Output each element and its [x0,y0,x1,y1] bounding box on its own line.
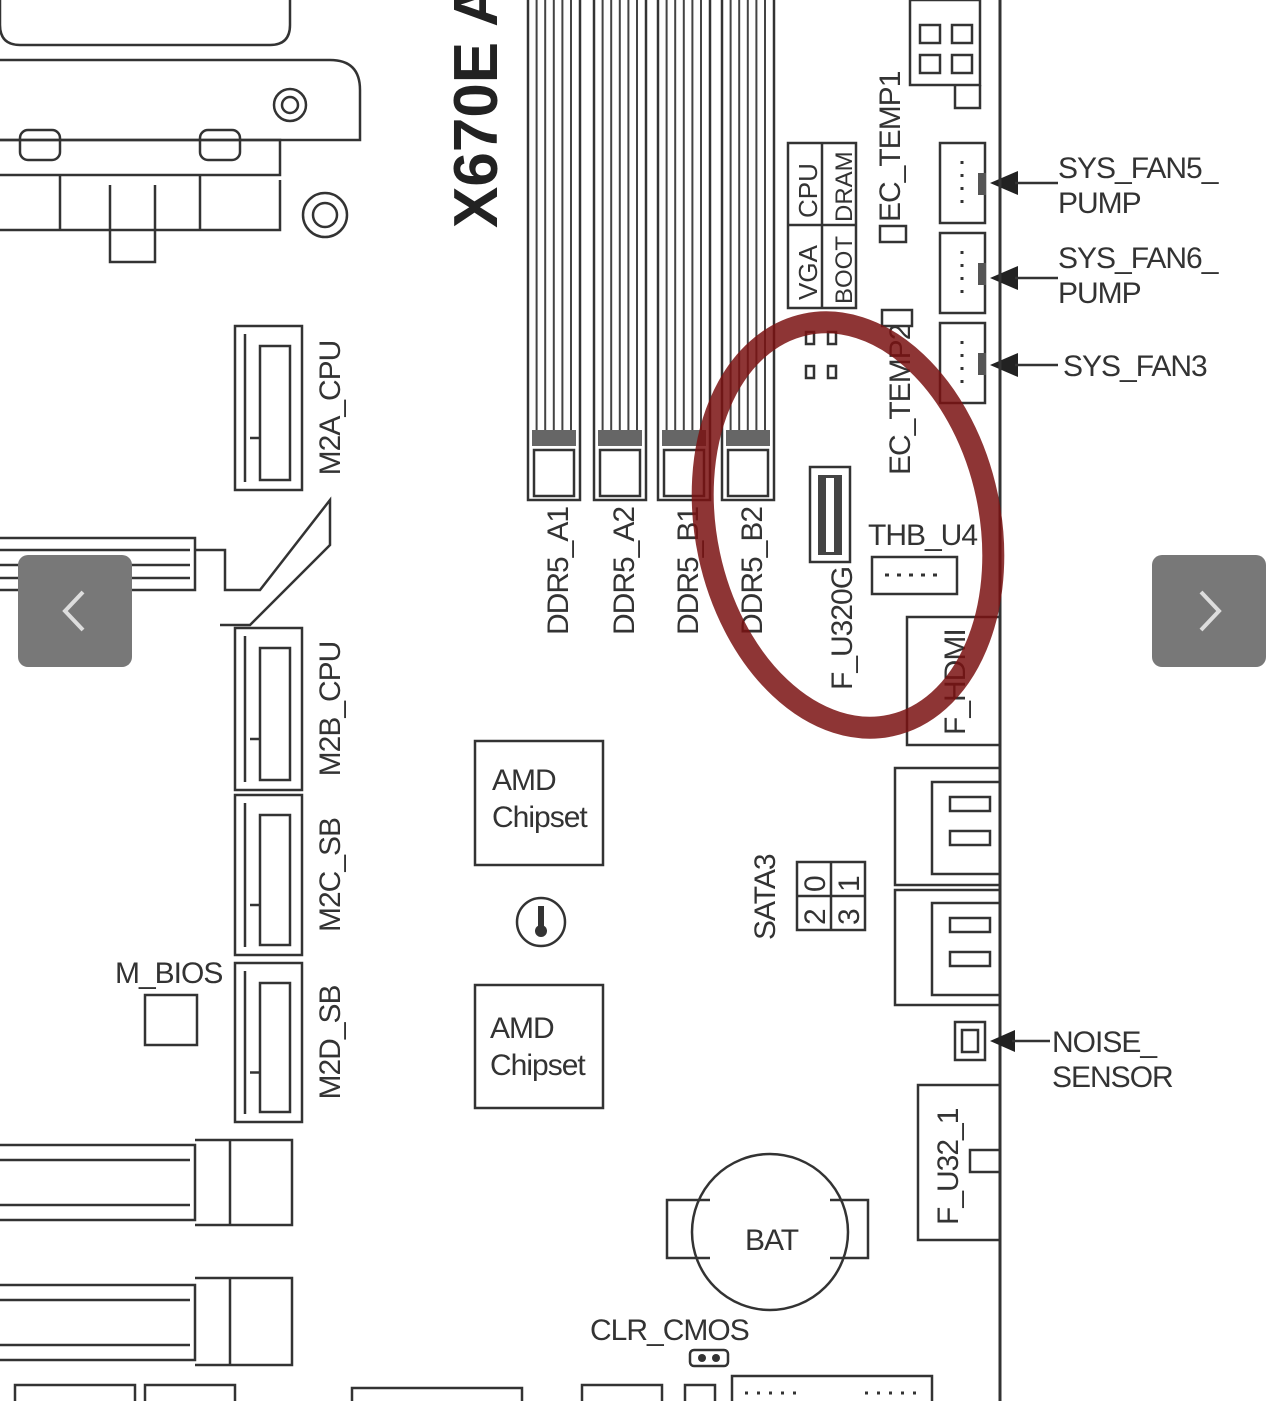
fan-label: SYS_FAN3 [1063,350,1207,383]
dimm-label: DDR5_B2 [736,507,769,635]
ec-temp1-label: EC_TEMP1 [874,71,907,222]
m-bios-label: M_BIOS [115,957,222,990]
m2-slot: M2B_CPU [233,626,347,792]
chipset-label: Chipset [492,801,588,834]
chipset-1: AMD Chipset [473,739,605,867]
thb-u4-label: THB_U4 [868,519,977,552]
m2-slot: M2D_SB [233,961,347,1124]
clr-cmos-jumper [688,1348,730,1368]
thb-u4-header [870,555,959,596]
f-hdmi-header [905,615,1002,747]
m2-label: M2B_CPU [314,642,347,777]
dimm-slot: DDR5_A2 [592,0,648,635]
led-label-cpu: CPU [793,163,823,218]
sata-port-0: 0 [799,876,832,892]
next-image-button[interactable] [1152,555,1266,667]
board-title: X670E A [442,0,511,228]
m2-slot: M2C_SB [233,793,347,957]
m-bios-chip [143,993,199,1047]
chipset-label: AMD [492,764,556,797]
f-u32-1-label: F_U32_1 [932,1108,965,1225]
f-u320g-label: F_U320G [826,567,859,690]
fan-label-2: PUMP [1058,277,1141,310]
cpu-socket [0,0,362,264]
dimm-label: DDR5_A1 [542,507,575,635]
fan-header: SYS_FAN6_PUMP [938,231,1221,315]
highlight-circle [691,311,1005,739]
thermometer-icon [515,896,567,948]
sata-port-2: 2 [799,909,832,925]
m2-label: M2A_CPU [314,341,347,476]
noise-sensor-header [953,1020,1050,1062]
dimm-label: DDR5_A2 [608,507,641,635]
led-label-dram: DRAM [831,151,858,222]
fan-header: SYS_FAN5_PUMP [938,141,1221,225]
m2-label: M2C_SB [314,818,347,932]
sata-port-1: 1 [833,876,866,892]
sata-port-grid: 2 0 3 1 [795,860,867,932]
m2-slot: M2A_CPU [233,324,347,492]
clr-cmos-label: CLR_CMOS [590,1314,749,1347]
bottom-headers [13,1374,934,1401]
ec-temp1-header [878,224,908,244]
noise-sensor-label-2: SENSOR [1052,1061,1173,1094]
previous-image-button[interactable] [18,555,132,667]
ec-temp2-header [880,308,914,328]
noise-sensor-label: NOISE_ [1052,1026,1158,1059]
sata3-label: SATA3 [749,854,782,940]
m2-slots: M2A_CPU M2B_CPU M2C_SB M2D_SB [233,324,347,1124]
status-leds: VGA CPU BOOT DRAM [786,141,858,380]
sata-port-3: 3 [833,909,866,925]
dimm-slot: DDR5_B2 [720,0,776,635]
chevron-left-icon [62,590,85,632]
chipset-label: Chipset [490,1049,586,1082]
power-connector [908,0,982,110]
chipset-label: AMD [490,1012,554,1045]
led-label-vga: VGA [793,244,823,300]
fan-label: SYS_FAN5_ [1058,152,1220,185]
chevron-right-icon [1199,590,1222,632]
sata-connectors [893,766,1002,1007]
m2-label: M2D_SB [314,985,347,1099]
battery-label: BAT [745,1224,799,1257]
cmos-battery: BAT [665,1152,870,1312]
f-u32-1-header [916,1083,1002,1242]
fan-label-2: PUMP [1058,187,1141,220]
fan-header: SYS_FAN3 [938,321,1208,405]
f-u320g-connector: F_U320G [808,465,859,690]
dimm-slot: DDR5_A1 [526,0,582,635]
led-label-boot: BOOT [831,236,858,304]
fan-label: SYS_FAN6_ [1058,242,1220,275]
chipset-2: AMD Chipset [473,983,605,1110]
